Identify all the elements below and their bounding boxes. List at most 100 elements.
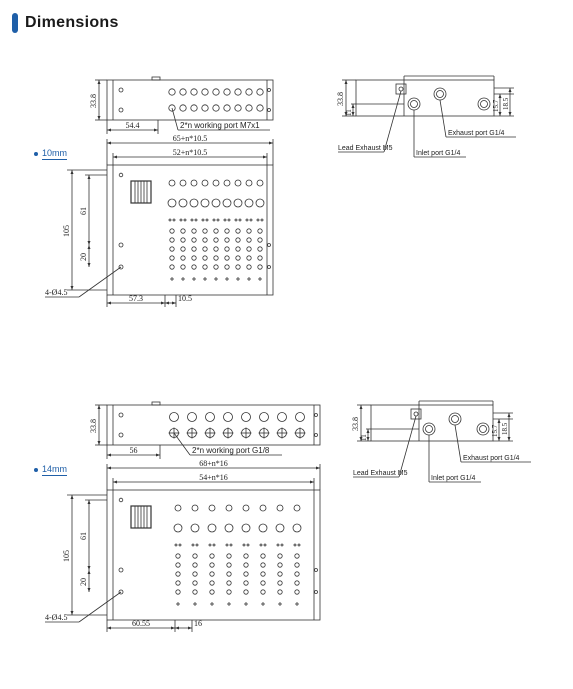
pilot-hole xyxy=(179,218,183,222)
working-port xyxy=(223,104,231,112)
working-port xyxy=(179,104,187,112)
base-port xyxy=(169,255,175,261)
valve-port xyxy=(168,179,176,187)
arrow-head xyxy=(87,175,91,179)
exhaust-port-inner xyxy=(451,415,459,423)
base-port xyxy=(213,255,219,261)
dim-offset: 60.55 xyxy=(132,619,150,628)
working-port xyxy=(168,88,176,96)
base-port xyxy=(192,553,198,559)
valve-port xyxy=(207,523,217,533)
base-port xyxy=(202,246,208,252)
working-port xyxy=(212,88,220,96)
exhaust-port-inner xyxy=(479,425,487,433)
arrow-head xyxy=(351,112,355,116)
arrow-head xyxy=(97,405,101,409)
pilot-hole xyxy=(205,218,209,222)
base-port xyxy=(213,237,219,243)
arrow-head xyxy=(107,128,111,132)
arrow-head xyxy=(87,500,91,504)
arrow-head xyxy=(87,263,91,267)
pilot-hole xyxy=(172,218,176,222)
dim-side-18-5: 18.5 xyxy=(501,422,509,435)
base-port xyxy=(224,264,230,270)
inlet-port-inner xyxy=(410,100,418,108)
pilot-hole xyxy=(208,543,212,547)
arrow-head xyxy=(175,626,179,630)
dim-top-width: 54.4 xyxy=(126,121,140,130)
base-port xyxy=(191,255,197,261)
working-port xyxy=(241,412,251,422)
base-port xyxy=(246,264,252,270)
pilot-hole xyxy=(195,543,199,547)
front-view-outline xyxy=(106,489,321,621)
pilot-hole xyxy=(190,218,194,222)
arrow-head xyxy=(97,116,101,120)
label-exhaust-port: Exhaust port G1/4 xyxy=(448,130,505,137)
bullet-icon xyxy=(34,152,38,156)
mount-hole xyxy=(118,107,124,113)
arrow-head xyxy=(316,466,320,470)
base-port xyxy=(260,571,266,577)
arrow-head xyxy=(70,611,74,615)
working-port xyxy=(259,412,269,422)
dim-height-61: 61 xyxy=(79,207,88,215)
pilot-hole xyxy=(280,543,284,547)
pilot-hole xyxy=(263,543,267,547)
arrow-head xyxy=(107,626,111,630)
pilot-hole xyxy=(212,543,216,547)
base-port xyxy=(224,246,230,252)
base-port xyxy=(257,246,263,252)
base-port xyxy=(246,228,252,234)
base-port xyxy=(180,264,186,270)
inlet-port-inner xyxy=(425,425,433,433)
dimensions-header: Dimensions xyxy=(12,12,119,34)
working-port xyxy=(187,412,197,422)
working-port xyxy=(223,412,233,422)
working-port xyxy=(205,412,215,422)
arrow-head xyxy=(171,626,175,630)
base-port xyxy=(294,562,300,568)
section-label-14mm: 14mm xyxy=(34,464,68,476)
leader-line xyxy=(454,424,462,463)
arrow-head xyxy=(87,241,91,245)
base-port xyxy=(257,264,263,270)
mount-hole xyxy=(314,433,318,437)
working-port xyxy=(295,412,305,422)
base-port xyxy=(224,228,230,234)
base-port xyxy=(243,553,249,559)
label-working-port: 2*n working port M7x1 xyxy=(180,121,260,130)
label-inlet-port: Inlet port G1/4 xyxy=(416,150,460,157)
dim-side-11: 11 xyxy=(360,434,368,441)
arrow-head xyxy=(107,141,111,145)
leader-line xyxy=(173,432,191,456)
base-port xyxy=(235,264,241,270)
working-port xyxy=(201,104,209,112)
valve-port xyxy=(190,523,200,533)
base-port xyxy=(180,255,186,261)
base-port xyxy=(169,228,175,234)
label-working-port: 2*n working port G1/8 xyxy=(192,446,270,455)
arrow-head xyxy=(507,437,511,441)
valve-port xyxy=(191,504,199,512)
leader-line xyxy=(171,107,179,131)
base-port xyxy=(192,580,198,586)
dim-offset: 57.3 xyxy=(129,294,143,303)
base-port xyxy=(226,562,232,568)
base-port xyxy=(191,264,197,270)
base-port xyxy=(243,571,249,577)
pilot-hole xyxy=(223,218,227,222)
mount-hole xyxy=(118,412,124,418)
working-port xyxy=(212,104,220,112)
base-port xyxy=(294,589,300,595)
base-port xyxy=(175,562,181,568)
dim-pitch: 16 xyxy=(194,619,202,628)
label-exhaust-port: Exhaust port G1/4 xyxy=(463,455,520,462)
base-port xyxy=(246,237,252,243)
lead-exhaust-block xyxy=(395,83,407,95)
base-port xyxy=(235,228,241,234)
pilot-hole xyxy=(191,543,195,547)
valve-port xyxy=(256,179,264,187)
base-port xyxy=(294,571,300,577)
valve-port xyxy=(241,523,251,533)
